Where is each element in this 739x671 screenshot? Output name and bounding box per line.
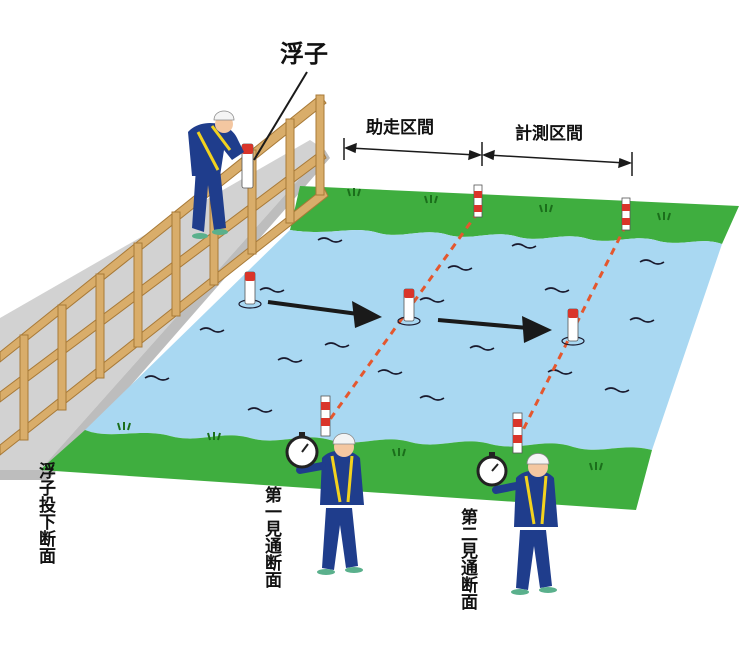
worker-on-bridge — [188, 110, 244, 239]
stopwatch-icon — [476, 452, 508, 487]
worker-second-section — [476, 452, 558, 595]
water-ripples — [144, 237, 665, 413]
label-measurement-section: 計測区間 — [515, 123, 583, 144]
float-in-water-3 — [561, 308, 585, 346]
drift-arrow-1 — [267, 300, 382, 328]
label-run-up-section: 助走区間 — [366, 117, 434, 138]
worker-first-section — [285, 432, 364, 575]
float-in-water-1 — [238, 271, 262, 309]
label-float-drop-section: 浮子投下断面 — [35, 462, 55, 564]
pole-far-first — [473, 184, 483, 218]
grass-tufts — [117, 188, 671, 471]
float-leader-line — [253, 71, 308, 161]
pole-near-second — [512, 412, 523, 454]
bridge-deck-edge — [0, 150, 330, 480]
river-water — [85, 230, 722, 450]
section-dimension-markers — [343, 138, 633, 176]
float-in-water-2 — [397, 288, 421, 326]
label-first-sight-section: 第一見通断面 — [261, 486, 281, 588]
stopwatch-icon — [285, 432, 319, 469]
pole-far-second — [621, 197, 631, 231]
float-held — [241, 143, 254, 189]
label-second-sight-section: 第二見通断面 — [457, 508, 477, 610]
pole-near-first — [320, 395, 331, 437]
drift-arrow-2 — [437, 316, 552, 343]
label-float: 浮子 — [280, 40, 328, 68]
